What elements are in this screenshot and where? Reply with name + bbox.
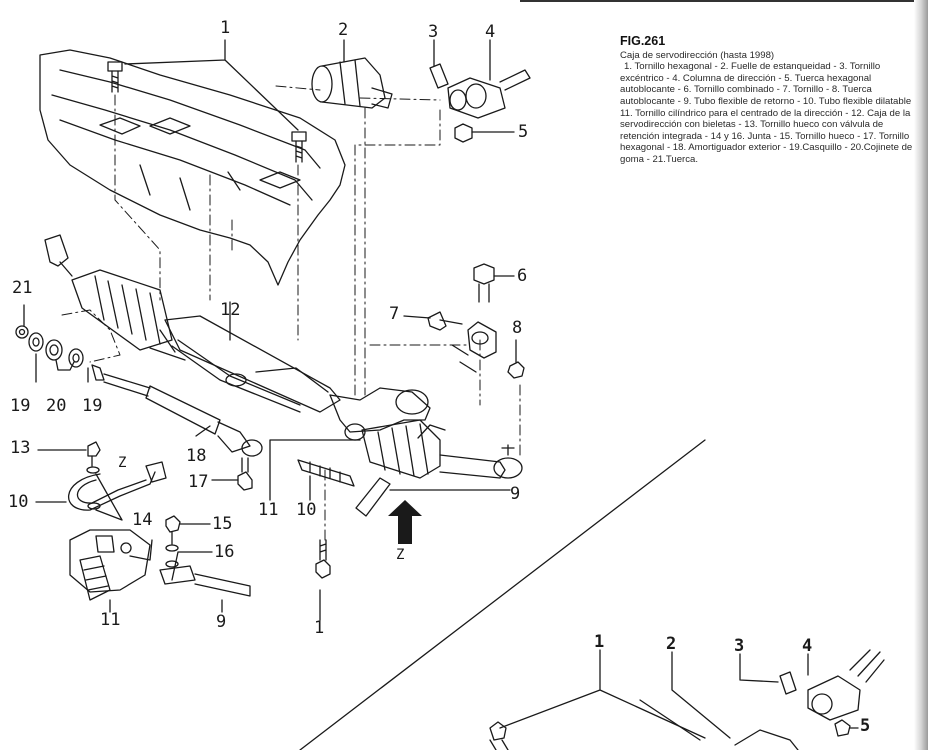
callout-19-left: 19: [10, 396, 31, 416]
hollow-bolt-15: [165, 515, 181, 545]
subframe-crossmember: [39, 49, 346, 286]
callout-2-bottom-right: 2: [666, 634, 677, 654]
callout-15: 15: [212, 514, 233, 534]
hex-nut-5: [454, 123, 473, 143]
callout-11-bottom: 11: [100, 610, 121, 630]
parts-legend: 1. Tornillo hexagonal - 2. Fuelle de est…: [620, 61, 918, 165]
repeat-drawing-bottom-right: [489, 649, 885, 750]
callout-8: 8: [512, 318, 523, 338]
bolt-1-top-right: [291, 131, 307, 163]
callout-1-bottom-right: 1: [594, 632, 605, 652]
steering-rack-12: [44, 234, 523, 479]
valve-body-11-detail: [69, 529, 153, 601]
callout-20: 20: [46, 396, 67, 416]
bolt-1-bottom: [315, 539, 331, 579]
callout-11-mid: 11: [258, 500, 279, 520]
damper-18: [91, 364, 263, 457]
callout-19-right: 19: [82, 396, 103, 416]
callout-13: 13: [10, 438, 31, 458]
callout-1-bottom: 1: [314, 618, 325, 638]
nut-21: [15, 325, 29, 339]
hose-9-detail: [159, 565, 251, 597]
sealing-boot-2: [311, 57, 393, 109]
callout-9-mid: 9: [510, 484, 521, 504]
figure-caption: FIG.261 Caja de servodirección (hasta 19…: [620, 34, 920, 166]
view-arrow-z-icon: [388, 500, 422, 544]
callout-3-bottom-right: 3: [734, 636, 745, 656]
seal-16: [165, 544, 179, 568]
callout-16: 16: [214, 542, 235, 562]
callout-4-bottom-right: 4: [802, 636, 813, 656]
rubber-mount-20: [45, 339, 63, 361]
callout-1-top: 1: [220, 18, 231, 38]
callout-5-top: 5: [518, 122, 529, 142]
eccentric-bolt-3: [429, 63, 449, 89]
callout-6: 6: [517, 266, 528, 286]
callout-10-left: 10: [8, 492, 29, 512]
hollow-bolt-13: [87, 441, 101, 467]
callout-4-top: 4: [485, 22, 496, 42]
figure-subtitle: Caja de servodirección (hasta 1998): [620, 49, 775, 61]
steering-column-4: [447, 69, 531, 119]
callout-3-top: 3: [428, 22, 439, 42]
callout-12: 12: [220, 300, 241, 320]
figure-number: FIG.261: [620, 34, 666, 48]
callout-18: 18: [186, 446, 207, 466]
bushing-19-right: [68, 348, 84, 368]
bolt-1-top-left: [107, 61, 123, 93]
bracket-clamp: [451, 321, 497, 373]
page-top-rule: [520, 0, 928, 2]
callout-21: 21: [12, 278, 33, 298]
callout-5-bottom-right: 5: [860, 716, 871, 736]
bolt-7: [427, 311, 463, 331]
detail-z-label: Z: [118, 455, 127, 471]
callout-7: 7: [389, 304, 400, 324]
callout-9-bottom: 9: [216, 612, 227, 632]
hose-10-mid: [297, 459, 355, 487]
page-binding-shadow: [914, 0, 928, 750]
locknut-8: [507, 361, 525, 379]
callout-14: 14: [132, 510, 153, 530]
hose-10-detail: [67, 461, 167, 511]
bolt-17: [237, 457, 253, 491]
bolt-6: [473, 263, 495, 303]
bushing-19-left: [28, 332, 44, 352]
hose-9-mid: [355, 477, 391, 517]
callout-2-top: 2: [338, 20, 349, 40]
callout-17: 17: [188, 472, 209, 492]
callout-z-arrow: Z: [396, 547, 405, 563]
callout-10-mid: 10: [296, 500, 317, 520]
